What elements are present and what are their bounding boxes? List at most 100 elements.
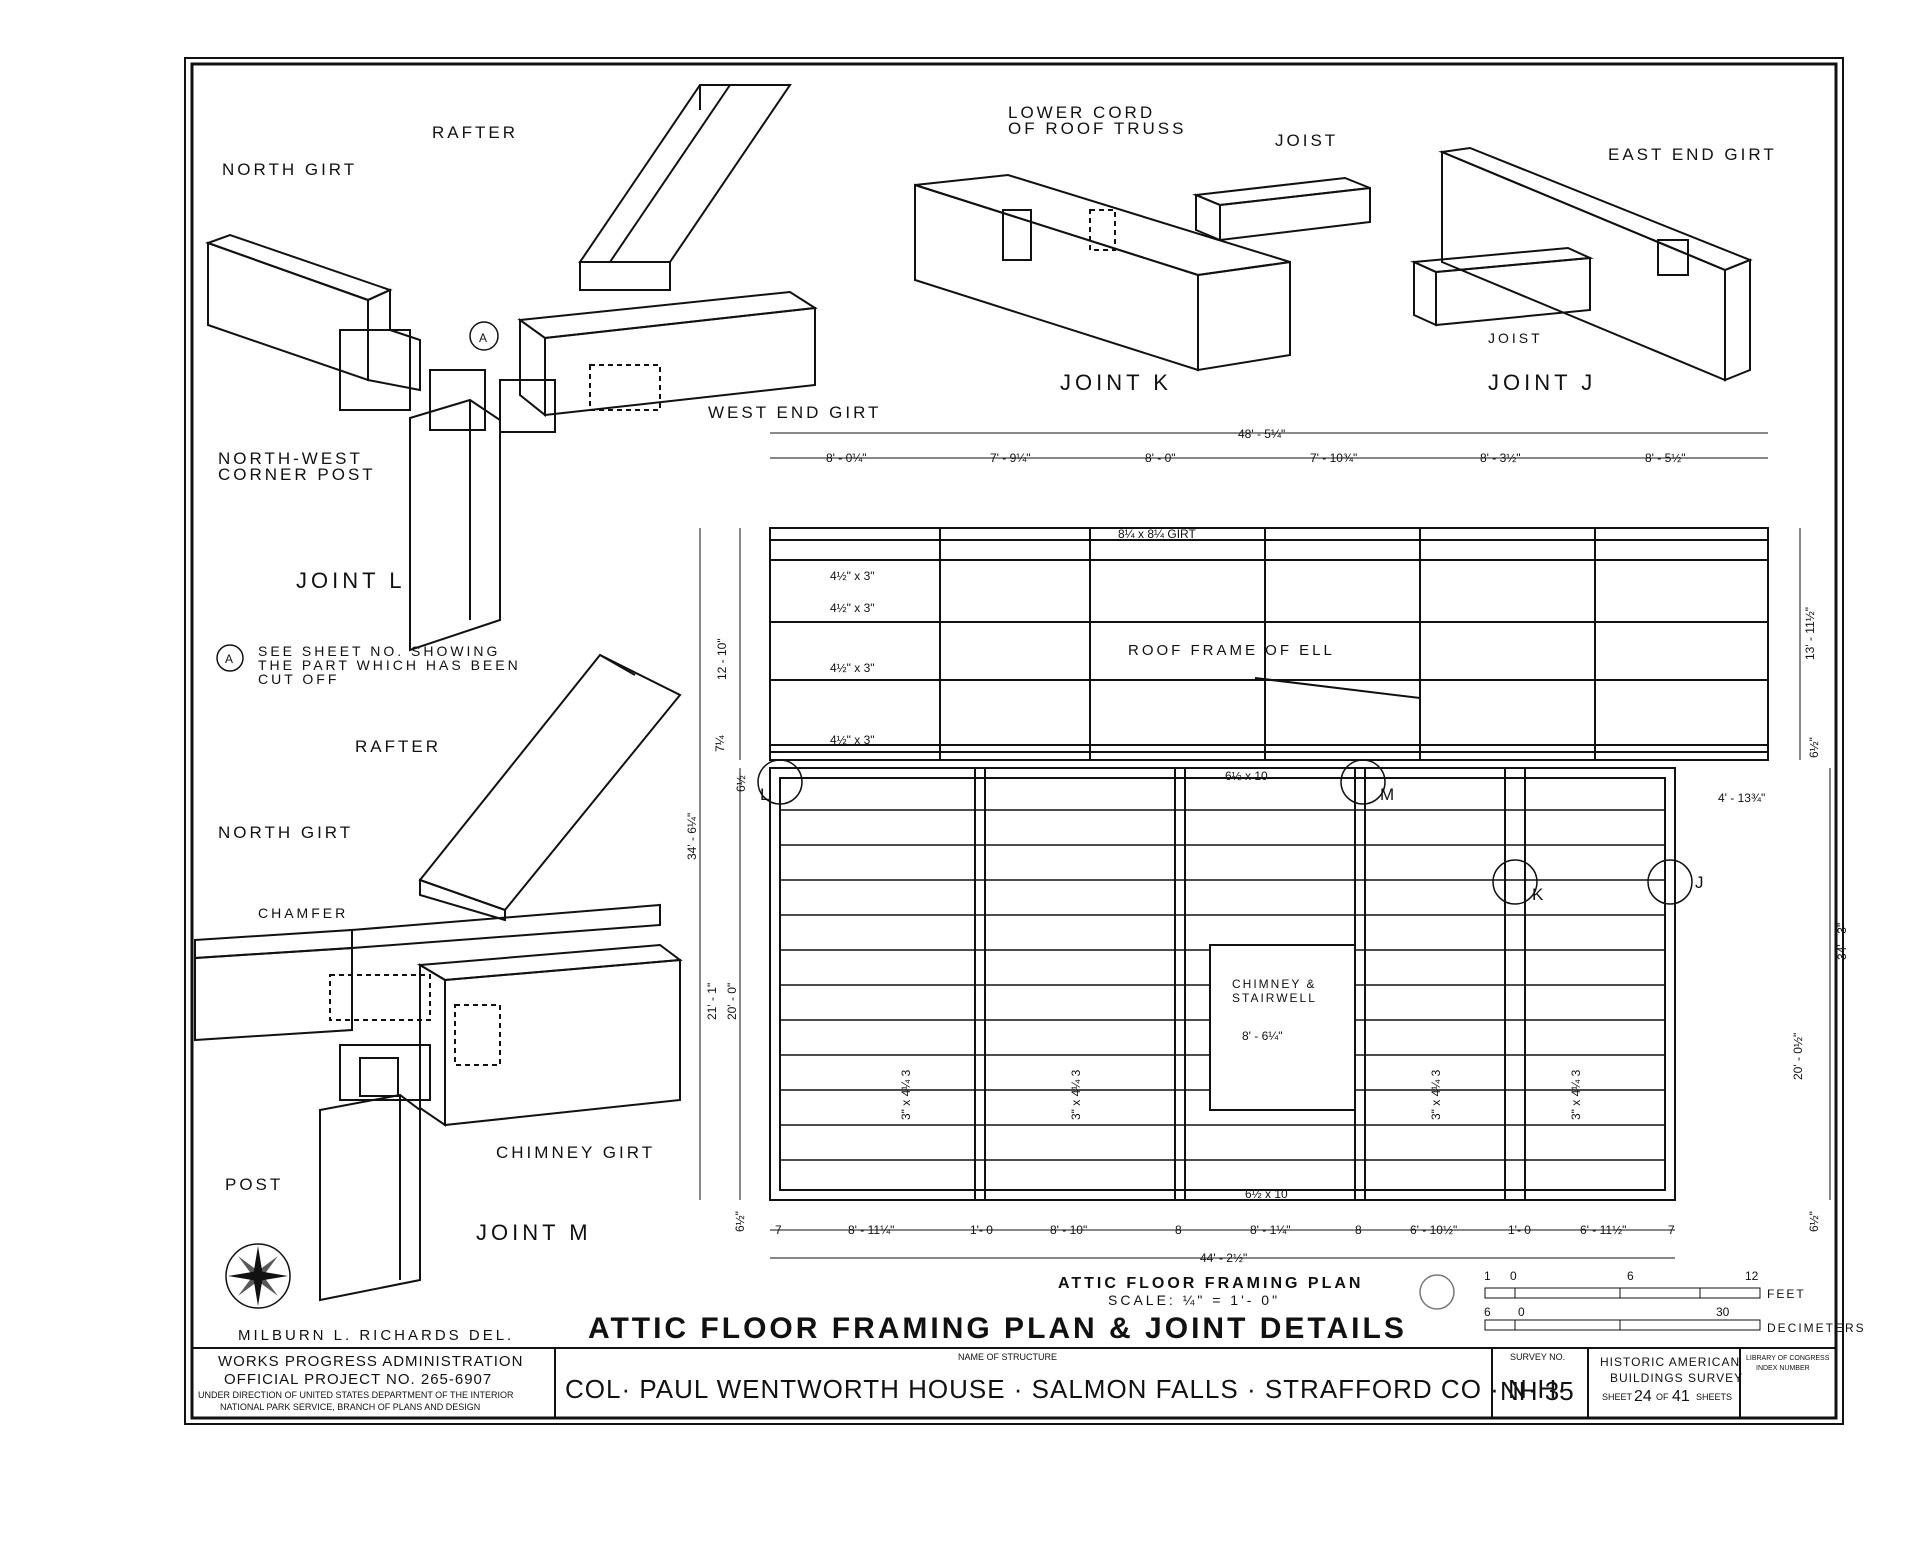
dimension-lines <box>699 432 1831 1259</box>
dec-label: DECIMETERS <box>1767 1321 1866 1335</box>
beam-label-3: 3" x 4¼ 3 <box>1429 1069 1443 1120</box>
tb-sheet-no: 24 <box>1634 1388 1652 1405</box>
scale-bar-feet <box>1484 1287 1761 1299</box>
inner-border <box>190 62 1838 1420</box>
label-east-end-girt: EAST END GIRT <box>1608 145 1777 164</box>
label-chimney-2: STAIRWELL <box>1232 991 1317 1005</box>
dim-bottom-10: 6' - 11½" <box>1580 1223 1626 1237</box>
label-west-end-girt: WEST END GIRT <box>708 403 881 422</box>
dim-top-2: 7' - 9¼" <box>990 451 1031 465</box>
label-joist-bottom: 6½ x 10 <box>1245 1187 1288 1201</box>
dim-bottom-3: 1'- 0 <box>970 1223 993 1237</box>
ell-joist-3: 4½" x 3" <box>830 661 875 675</box>
feet-tick-1: 1 <box>1484 1269 1491 1283</box>
dim-right-overall: 34' - 3" <box>1835 923 1849 960</box>
marker-k-circle <box>1492 859 1538 905</box>
beam-label-2: 3" x 4¼ 3 <box>1069 1069 1083 1120</box>
dim-left-inner: 20' - 0" <box>725 983 739 1020</box>
label-joist-j: JOIST <box>1488 330 1543 346</box>
marker-k: K <box>1532 885 1546 904</box>
dim-bottom-7: 8 <box>1355 1223 1362 1237</box>
label-post: POST <box>225 1175 283 1194</box>
label-north-girt-l: NORTH GIRT <box>222 160 357 179</box>
delineator: MILBURN L. RICHARDS DEL. <box>238 1327 514 1344</box>
tb-wpa: WORKS PROGRESS ADMINISTRATION <box>218 1353 523 1370</box>
marker-j: J <box>1695 873 1707 892</box>
dec-tick-30: 30 <box>1716 1305 1730 1319</box>
beam-label-1: 3" x 4¼ 3 <box>899 1069 913 1120</box>
note-a-circle <box>216 644 244 672</box>
label-lower-cord-1: LOWER CORD <box>1008 103 1155 122</box>
tb-sheet-post: SHEETS <box>1696 1392 1732 1402</box>
tb-loc-2: INDEX NUMBER <box>1756 1365 1810 1372</box>
note-a-circle-label: A <box>225 652 233 666</box>
tb-name-label: NAME OF STRUCTURE <box>958 1352 1057 1362</box>
marker-j-circle <box>1647 859 1693 905</box>
marker-m-circle <box>1340 759 1386 805</box>
joint-k-title: JOINT K <box>1060 370 1172 395</box>
label-chamfer: CHAMFER <box>258 905 348 921</box>
label-roof-frame: ROOF FRAME OF ELL <box>1128 642 1335 659</box>
label-girt: 8¼ x 8¼ GIRT <box>1118 527 1196 541</box>
label-chimney-girt: CHIMNEY GIRT <box>496 1143 655 1162</box>
tb-survey-label: SURVEY NO. <box>1510 1352 1565 1362</box>
label-joist-top: 6½ x 10 <box>1225 769 1268 783</box>
dim-bottom-6: 8' - 1¼" <box>1250 1223 1291 1237</box>
label-nw-post-1: NORTH-WEST <box>218 449 363 468</box>
dim-top-6: 8' - 5½" <box>1645 451 1686 465</box>
joint-k-drawing <box>914 173 1371 372</box>
label-lower-cord-2: OF ROOF TRUSS <box>1008 119 1186 138</box>
dim-bottom-9: 1'- 0 <box>1508 1223 1531 1237</box>
ell-joist-2: 4½" x 3" <box>830 601 875 615</box>
label-joist-k: JOIST <box>1275 131 1338 150</box>
dim-right-6h-b: 6½" <box>1807 1211 1821 1232</box>
dec-tick-0: 0 <box>1518 1305 1525 1319</box>
dim-top-4: 7' - 10¾" <box>1310 451 1357 465</box>
label-rafter-m: RAFTER <box>355 737 441 756</box>
tb-under-2: NATIONAL PARK SERVICE, BRANCH OF PLANS A… <box>220 1402 480 1412</box>
dec-tick-6: 6 <box>1484 1305 1491 1319</box>
tb-habs-2: BUILDINGS SURVEY <box>1610 1371 1743 1385</box>
label-chimney-dim: 8' - 6¼" <box>1242 1029 1283 1043</box>
marker-m: M <box>1380 785 1397 804</box>
tb-sheet-total: 41 <box>1672 1388 1690 1405</box>
dim-overall-top: 48' - 5¼" <box>1238 427 1285 441</box>
dim-overall-bottom: 44' - 2½" <box>1200 1251 1247 1265</box>
note-a-line-2: THE PART WHICH HAS BEEN <box>258 657 521 673</box>
dim-bottom-4: 8' - 10" <box>1050 1223 1087 1237</box>
feet-tick-12: 12 <box>1745 1269 1759 1283</box>
outer-border <box>184 57 1844 1425</box>
main-floor-frame <box>769 767 1676 1201</box>
ell-roof-frame <box>769 527 1769 761</box>
dim-left-lower: 21' - 1" <box>705 983 719 1020</box>
tb-survey-no: NH 35 <box>1500 1376 1574 1406</box>
tb-sheet-of: OF <box>1656 1392 1669 1402</box>
marker-l-circle <box>757 759 803 805</box>
note-a-line-3: CUT OFF <box>258 671 339 687</box>
joint-j-drawing <box>1410 146 1753 382</box>
ell-joist-1: 4½" x 3" <box>830 569 875 583</box>
dim-bottom-1: 7 <box>775 1223 782 1237</box>
joint-m-drawing <box>194 653 683 1302</box>
marker-l: L <box>760 785 772 804</box>
plan-title: ATTIC FLOOR FRAMING PLAN <box>1058 1275 1363 1292</box>
north-arrow-icon <box>225 1243 291 1309</box>
dim-right-lower: 20' - 0½" <box>1791 1033 1805 1080</box>
tb-project: OFFICIAL PROJECT NO. 265-6907 <box>224 1371 492 1388</box>
dim-top-3: 8' - 0" <box>1145 451 1176 465</box>
joint-j-title: JOINT J <box>1488 370 1596 395</box>
dim-right-upper: 13' - 11½" <box>1803 607 1817 660</box>
sheet-title: ATTIC FLOOR FRAMING PLAN & JOINT DETAILS <box>588 1312 1407 1345</box>
dim-top-1: 8' - 0¼" <box>826 451 867 465</box>
tb-habs-1: HISTORIC AMERICAN <box>1600 1355 1740 1369</box>
beam-label-4: 3" x 4¼ 3 <box>1569 1069 1583 1120</box>
tb-structure: COL· PAUL WENTWORTH HOUSE · SALMON FALLS… <box>565 1374 1567 1404</box>
dim-top-5: 8' - 3½" <box>1480 451 1521 465</box>
dim-left-overall: 34' - 6¼" <box>685 813 699 860</box>
joint-m-title: JOINT M <box>476 1220 592 1245</box>
joint-l-drawing <box>205 84 818 652</box>
dim-left-upper: 12 - 10" <box>715 638 729 680</box>
dim-left-6h-b: 6½" <box>733 1211 747 1232</box>
tb-sheet-pre: SHEET <box>1602 1392 1633 1402</box>
